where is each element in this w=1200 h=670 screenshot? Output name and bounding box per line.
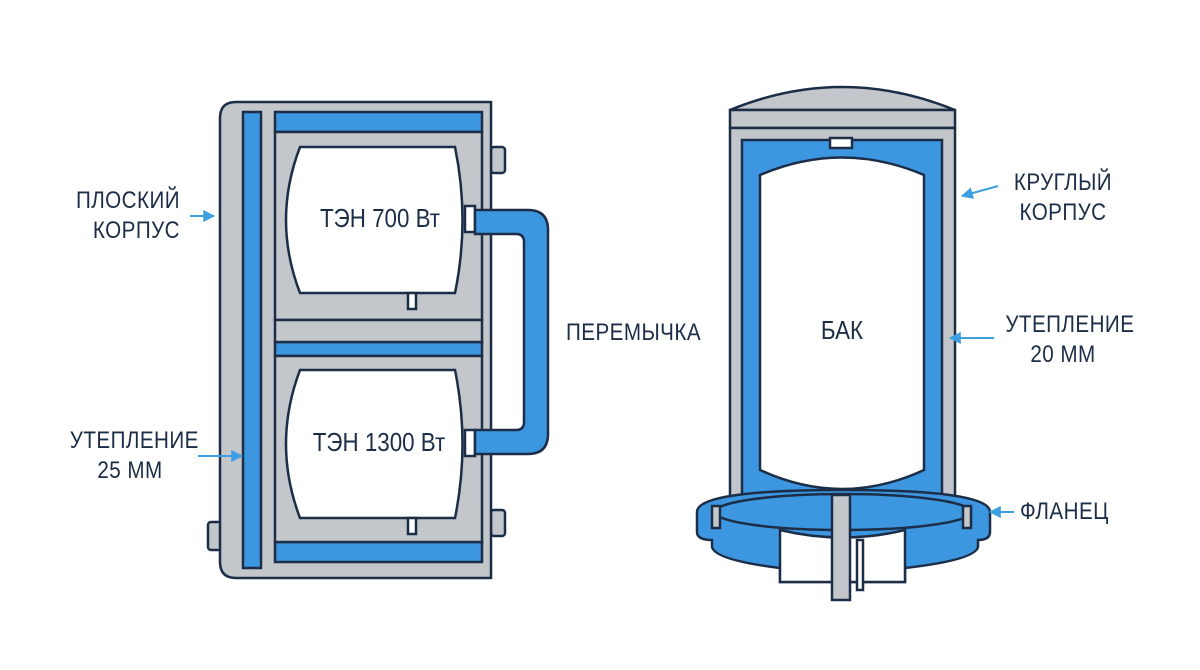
flat-insulation-bottom	[273, 540, 484, 564]
round-cap-band	[728, 108, 957, 130]
tank-bottom-foot	[406, 516, 418, 536]
round-insulation-label: УТЕПЛЕНИЕ 20 ММ	[1005, 310, 1135, 370]
flat-body-label: ПЛОСКИЙ КОРПУС	[76, 186, 180, 246]
flat-insulation-top	[273, 110, 484, 134]
tank-top-fitting	[463, 204, 477, 234]
flange-bolt-left	[710, 504, 722, 530]
round-tank	[758, 156, 926, 491]
bridge-label: ПЕРЕМЫЧКА	[566, 319, 702, 346]
flange-label: ФЛАНЕЦ	[1020, 498, 1109, 525]
heating-element-stem	[830, 493, 852, 602]
tank-top	[284, 145, 464, 295]
round-dome	[729, 85, 956, 112]
round-insulation-line-2: 20 ММ	[1030, 341, 1096, 368]
flat-body-line-2: КОРПУС	[92, 217, 180, 244]
round-body-line-2: КОРПУС	[1019, 199, 1107, 226]
flat-insulation-line-1: УТЕПЛЕНИЕ	[69, 427, 199, 454]
arrow-round-body	[960, 185, 999, 199]
tank-bottom	[284, 368, 464, 520]
flat-insulation-label: УТЕПЛЕНИЕ 25 ММ	[69, 426, 199, 486]
bridge-pipe	[473, 208, 550, 456]
tank-top-label: ТЭН 700 Вт	[319, 203, 441, 233]
flat-insulation-middle	[273, 340, 484, 358]
flat-insulation-left	[241, 110, 263, 570]
flange-bolt-right	[961, 504, 973, 530]
flat-body-line-1: ПЛОСКИЙ	[75, 187, 180, 214]
flat-heater-unit	[206, 100, 550, 580]
round-heater-unit	[695, 85, 992, 602]
round-tank-label: БАК	[820, 315, 864, 345]
flat-body-nub-top-right	[489, 145, 507, 175]
flat-insulation-line-2: 25 ММ	[97, 457, 163, 484]
flat-body-nub-bottom-right	[489, 508, 507, 538]
round-insulation-line-1: УТЕПЛЕНИЕ	[1005, 311, 1135, 338]
round-tank-top-fitting	[828, 136, 854, 150]
flat-divider	[273, 318, 484, 344]
round-body-label: КРУГЛЫЙ КОРПУС	[1005, 168, 1120, 228]
tank-bottom-label: ТЭН 1300 Вт	[312, 427, 446, 457]
tank-bottom-fitting	[463, 428, 477, 458]
tank-top-foot	[406, 291, 418, 311]
round-body-line-1: КРУГЛЫЙ	[1013, 169, 1113, 196]
heating-element-probe	[855, 538, 865, 592]
